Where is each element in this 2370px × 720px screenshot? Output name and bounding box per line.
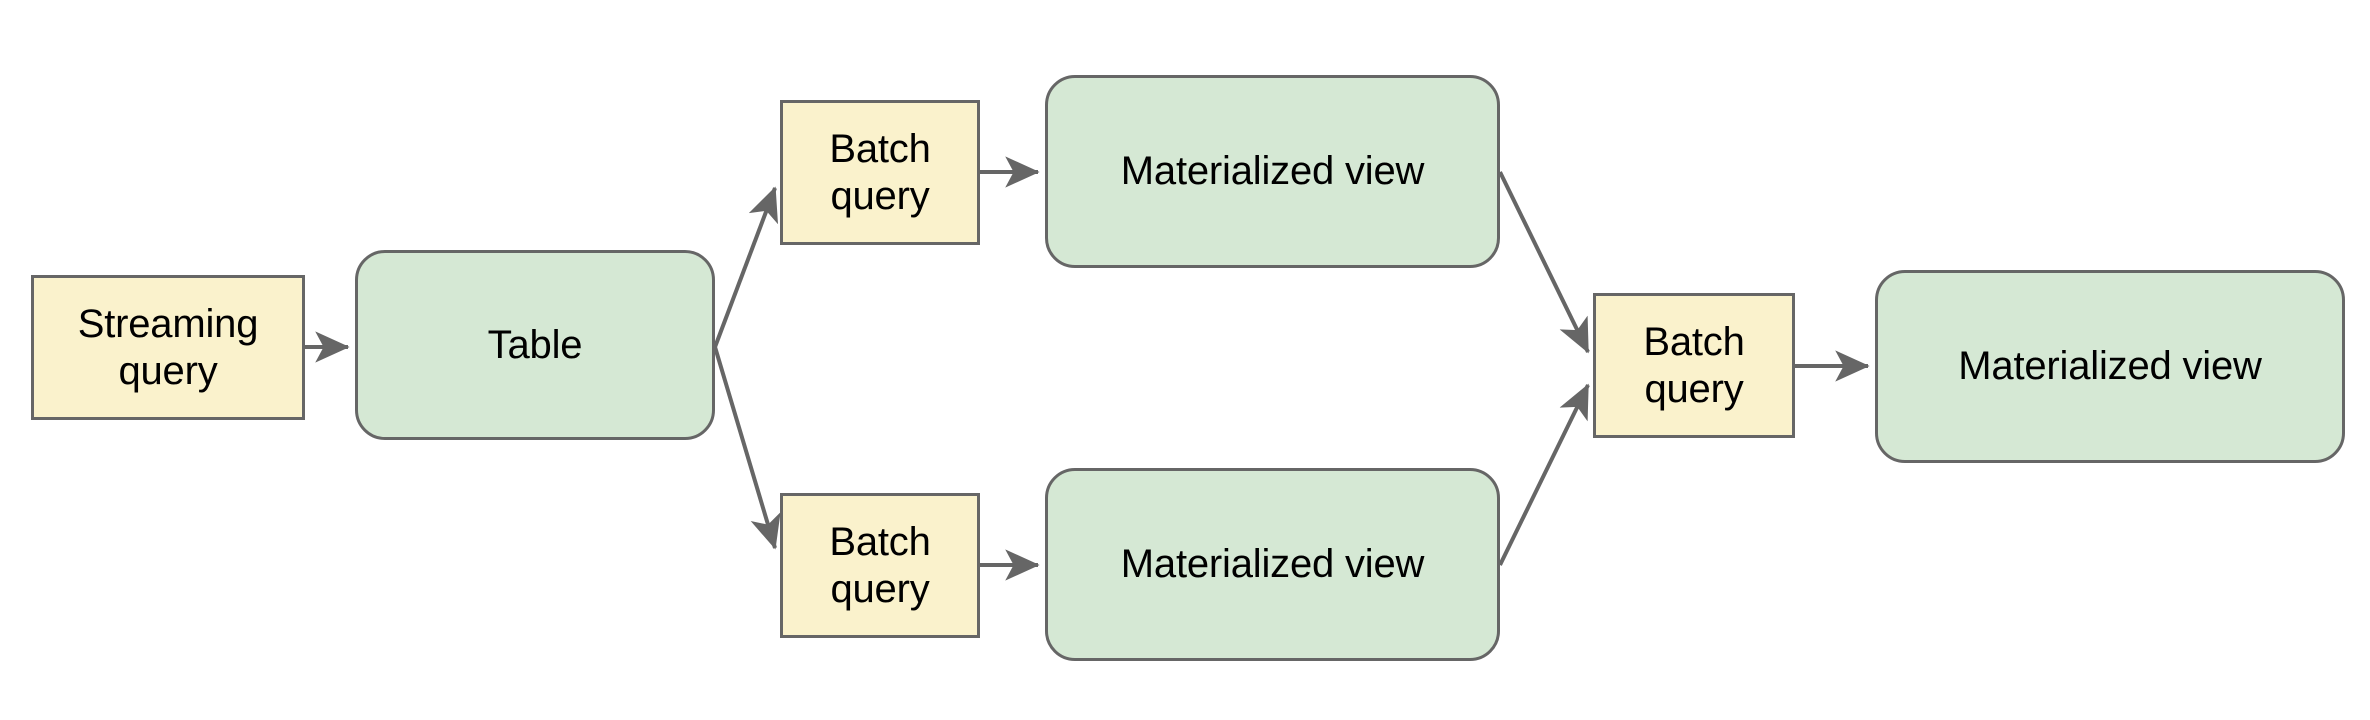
node-table[interactable]: Table — [355, 250, 715, 440]
node-materialized-view-final-label: Materialized view — [1958, 344, 2262, 389]
node-batch-query-bottom-label: Batch query — [829, 519, 931, 611]
node-batch-query-merge[interactable]: Batch query — [1593, 293, 1795, 438]
node-batch-query-merge-label: Batch query — [1643, 319, 1745, 411]
edge-materialized-view-bottom-to-batch-query-merge — [1498, 383, 1590, 566]
node-materialized-view-bottom-label: Materialized view — [1120, 542, 1425, 587]
node-batch-query-top-label: Batch query — [829, 126, 931, 218]
edge-table-to-batch-query-top — [713, 186, 779, 348]
edge-table-to-batch-query-bottom — [713, 346, 781, 550]
edge-materialized-view-top-to-batch-query-merge — [1498, 171, 1590, 354]
node-batch-query-top[interactable]: Batch query — [780, 100, 980, 245]
node-materialized-view-top-label: Materialized view — [1120, 149, 1425, 194]
node-streaming-query[interactable]: Streaming query — [31, 275, 305, 420]
node-streaming-query-label: Streaming query — [77, 301, 259, 393]
node-materialized-view-top[interactable]: Materialized view — [1045, 75, 1500, 268]
node-materialized-view-final[interactable]: Materialized view — [1875, 270, 2345, 463]
node-materialized-view-bottom[interactable]: Materialized view — [1045, 468, 1500, 661]
node-table-label: Table — [487, 322, 583, 367]
node-batch-query-bottom[interactable]: Batch query — [780, 493, 980, 638]
